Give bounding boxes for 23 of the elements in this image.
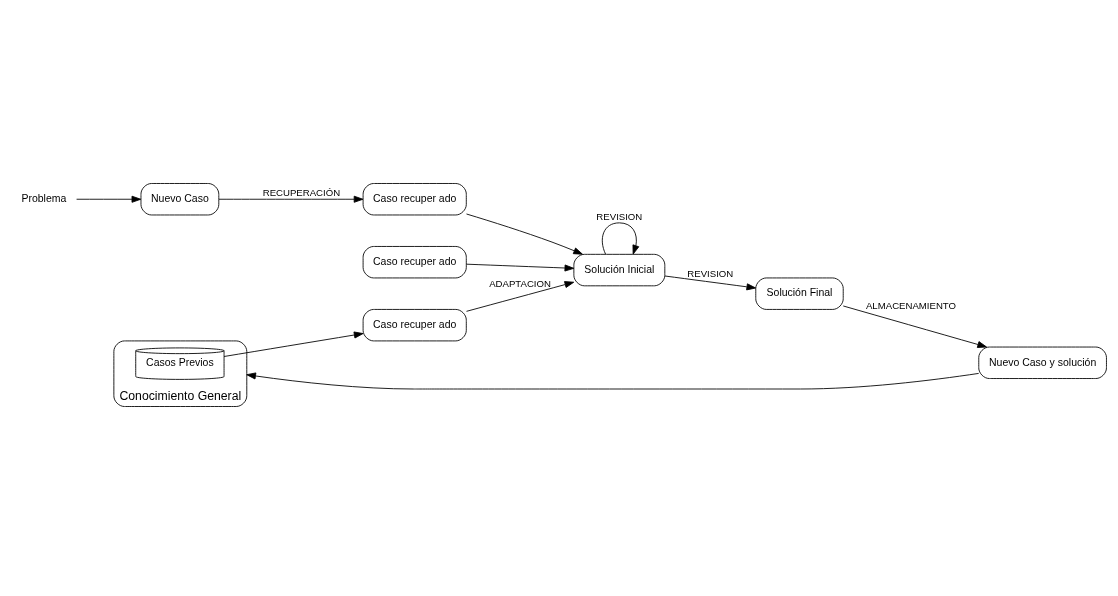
node-box: Caso recuper ado xyxy=(362,182,467,215)
node-box: Solución Final xyxy=(755,277,844,310)
edge-label: REVISION xyxy=(596,210,643,222)
node-box: Solución Inicial xyxy=(573,253,666,286)
node-box: Nuevo Caso y solución xyxy=(978,346,1107,379)
arrow xyxy=(223,331,364,357)
arrow xyxy=(466,263,575,271)
arrow xyxy=(76,195,142,203)
arrow xyxy=(842,305,987,348)
node-box: Caso recuper ado xyxy=(362,308,467,341)
arrow xyxy=(246,371,980,389)
node-box: Caso recuper ado xyxy=(362,245,467,278)
edge-label: ADAPTACION xyxy=(489,277,551,289)
edge-label: RECUPERACIÓN xyxy=(262,186,341,198)
node-text: Problema xyxy=(21,192,67,204)
arrow xyxy=(601,221,640,255)
arrow xyxy=(218,195,364,203)
node-box: Nuevo Caso xyxy=(140,182,220,215)
arrow xyxy=(466,213,583,255)
edge-label: REVISION xyxy=(687,267,734,279)
arrow xyxy=(664,275,757,290)
edge-label: ALMACENAMIENTO xyxy=(865,299,957,311)
arrow xyxy=(466,280,575,312)
